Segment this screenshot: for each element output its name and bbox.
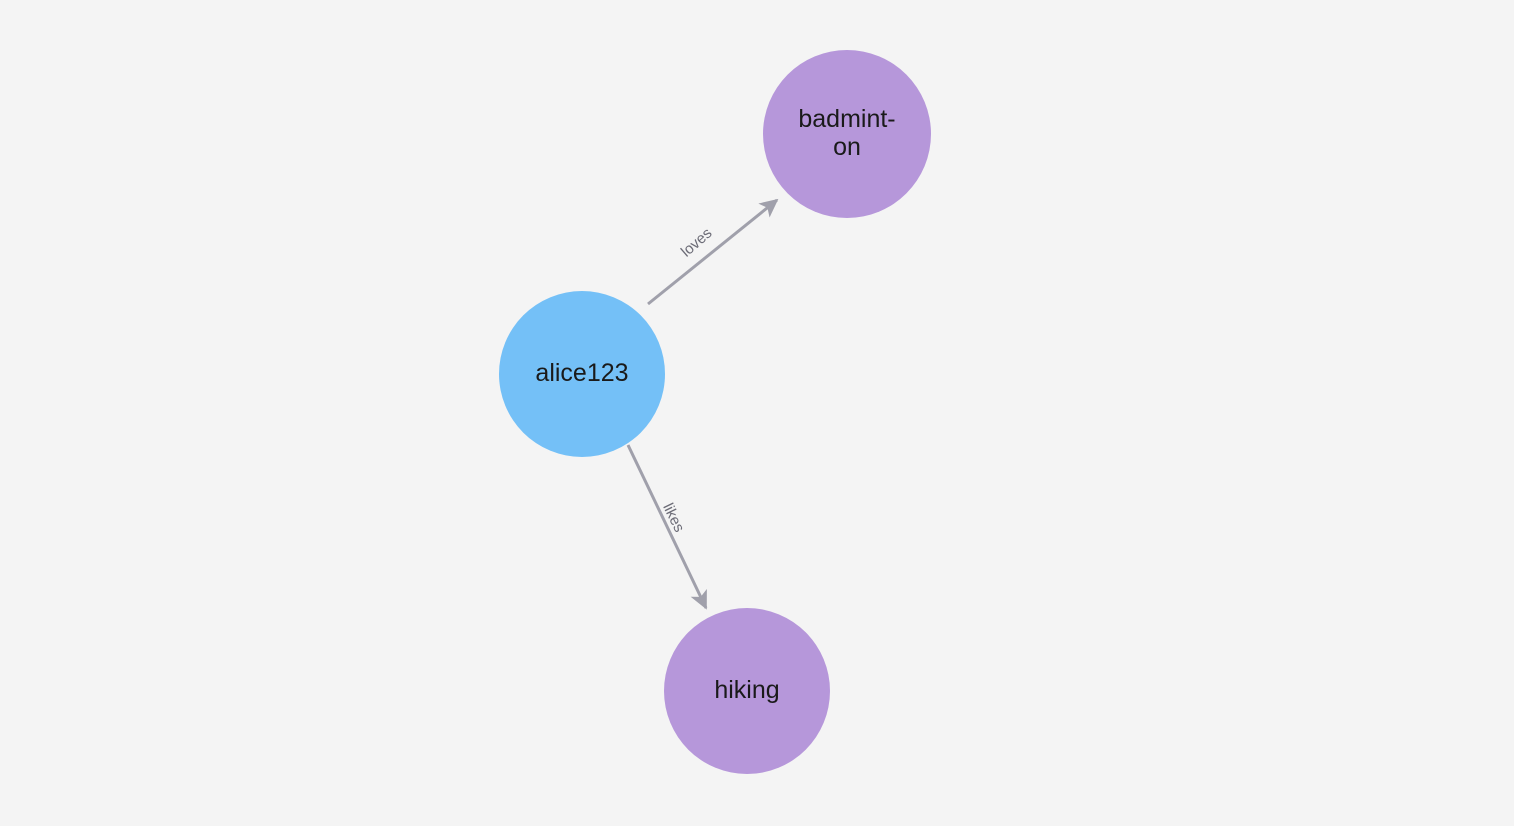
edges-layer — [626, 198, 779, 610]
node-label-line: hiking — [714, 676, 779, 704]
node-circle[interactable] — [499, 291, 665, 457]
node-label-line: badmint- — [798, 105, 895, 133]
nodes-layer: alice123 badmint-on hiking — [499, 50, 931, 774]
graph-node-alice123[interactable]: alice123 — [499, 291, 665, 457]
node-label: alice123 — [535, 359, 628, 387]
node-circle[interactable] — [664, 608, 830, 774]
node-circle[interactable] — [763, 50, 931, 218]
node-label: hiking — [714, 676, 779, 704]
graph-node-hiking[interactable]: hiking — [664, 608, 830, 774]
node-label: badmint-on — [798, 105, 895, 161]
node-label-line: on — [833, 133, 861, 161]
graph-node-badminton[interactable]: badmint-on — [763, 50, 931, 218]
graph-edge[interactable] — [647, 198, 779, 306]
graph-edge[interactable] — [626, 444, 708, 610]
node-label-line: alice123 — [535, 359, 628, 387]
